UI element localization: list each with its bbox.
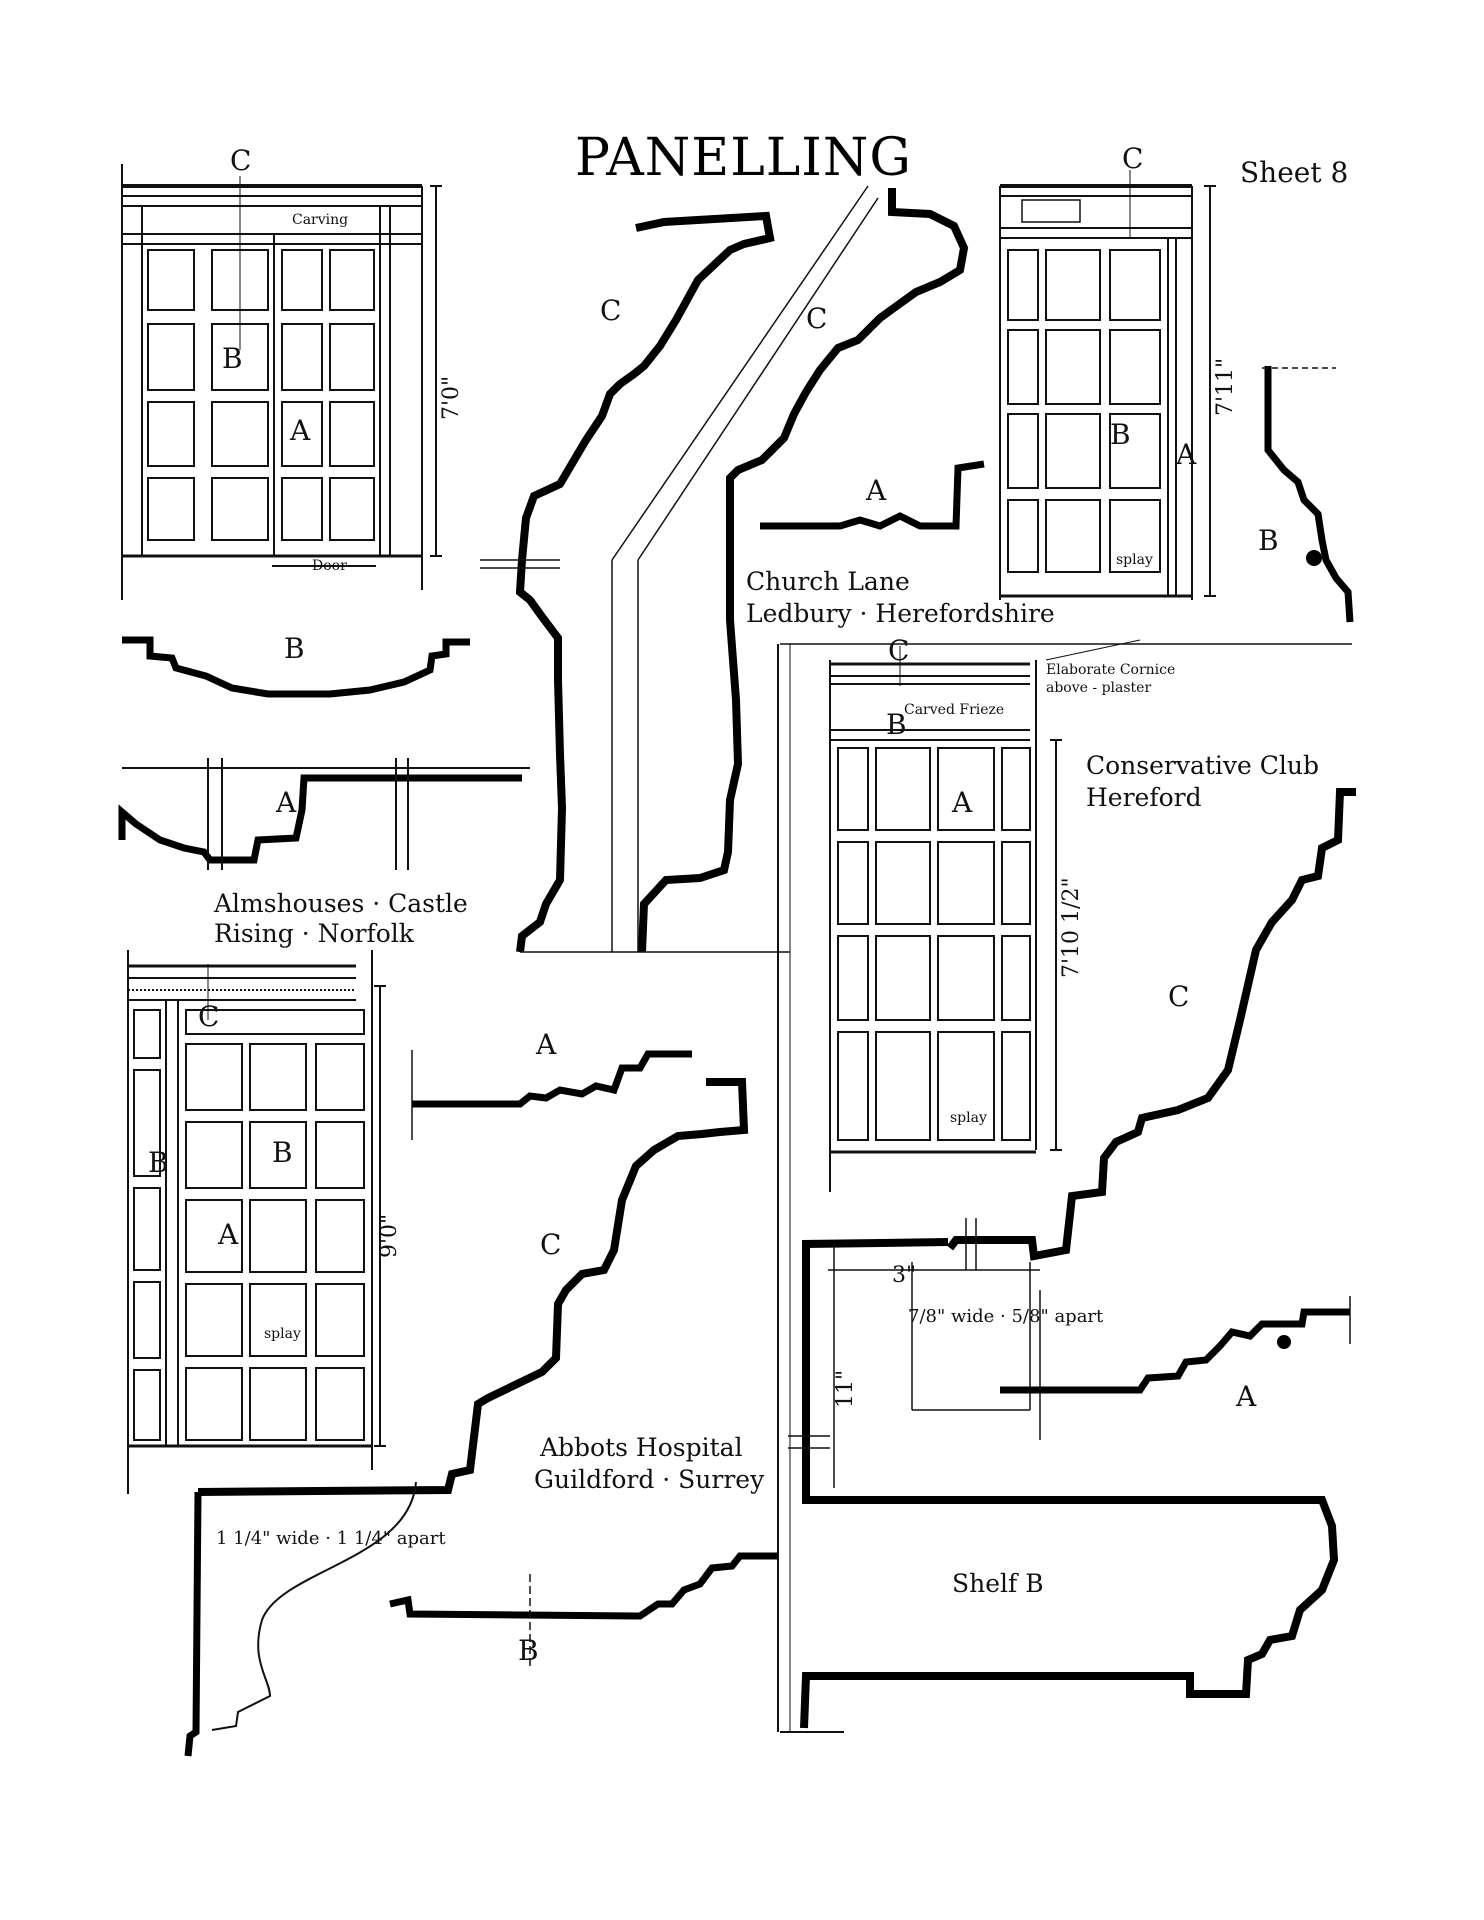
shelf-label: Shelf B [952, 1569, 1044, 1598]
shelf-b-profile [800, 1238, 1339, 1729]
dimension-11: 11" [833, 1370, 858, 1408]
moulding-a-abbots [412, 1050, 692, 1108]
label-c: C [1122, 142, 1143, 175]
location-conservative-club-line-2: Hereford [1086, 783, 1202, 812]
note-elaborate-cornice-line-1: Elaborate Cornice [1046, 662, 1175, 678]
label-a: A [1235, 1380, 1257, 1413]
sheet-title: PANELLING [575, 128, 912, 188]
label-b: B [284, 632, 305, 665]
label-b: B [222, 342, 243, 375]
bracket-curve [211, 1481, 417, 1731]
bracket-profile [184, 1491, 202, 1757]
moulding-b-right [1264, 366, 1354, 623]
moulding-a-left [118, 774, 522, 864]
moulding-b-bottom [389, 1552, 778, 1620]
dimension-9-0: 9'0" [377, 1214, 402, 1258]
moulding-bead-icon [1306, 550, 1322, 566]
dimension-3: 3" [892, 1263, 916, 1288]
note-door: Door [312, 558, 347, 574]
label-b: B [272, 1136, 293, 1169]
location-almshouses-line-1: Almshouses · Castle [213, 889, 468, 918]
dimension-7-11: 7'11" [1213, 358, 1238, 416]
label-b: B [886, 708, 907, 741]
note-carving: Carving [292, 212, 348, 228]
location-almshouses-line-2: Rising · Norfolk [214, 919, 415, 948]
label-a: A [535, 1028, 557, 1061]
cornice-c-central-left [515, 211, 775, 953]
label-a: A [217, 1218, 239, 1251]
label-b: B [1258, 524, 1279, 557]
label-c: C [230, 144, 251, 177]
location-church-lane-line-2: Ledbury · Herefordshire [746, 599, 1055, 628]
location-abbots-hospital-line-2: Guildford · Surrey [534, 1465, 765, 1494]
moulding-a-shelf [1000, 1308, 1350, 1394]
label-c: C [198, 1000, 219, 1033]
location-church-lane-line-1: Church Lane [746, 567, 910, 596]
label-b: B [148, 1146, 169, 1179]
note-splay: splay [950, 1110, 987, 1126]
label-b: B [1110, 418, 1131, 451]
elevation-conservative-club [829, 639, 1141, 1192]
cornice-c-right [946, 788, 1356, 1261]
label-a: A [1175, 438, 1197, 471]
note-spacing-right: 7/8" wide · 5/8" apart [908, 1306, 1104, 1327]
note-splay: splay [264, 1326, 301, 1342]
location-abbots-hospital-line-1: Abbots Hospital [539, 1433, 743, 1462]
note-spacing-left: 1 1/4" wide · 1 1/4" apart [216, 1528, 446, 1549]
label-a: A [275, 786, 297, 819]
label-c: C [1168, 980, 1189, 1013]
dimension-7-0: 7'0" [439, 376, 464, 420]
label-c: C [540, 1228, 561, 1261]
moulding-b-left [122, 636, 470, 698]
elevation-almshouses [121, 164, 442, 600]
label-c: C [600, 294, 621, 327]
elevation-abbots-hospital [127, 950, 386, 1494]
note-elaborate-cornice-line-2: above - plaster [1046, 680, 1151, 696]
moulding-a-church-lane [760, 460, 985, 530]
elevation-church-lane [999, 170, 1216, 600]
label-c: C [806, 302, 827, 335]
label-a: A [289, 414, 311, 447]
location-conservative-club-line-1: Conservative Club [1086, 751, 1319, 780]
note-carved-frieze: Carved Frieze [904, 702, 1004, 718]
label-a: A [951, 786, 973, 819]
label-c: C [888, 634, 909, 667]
dimension-7-10-half: 7'10 1/2" [1059, 877, 1084, 978]
moulding-bead-icon [1277, 1335, 1291, 1349]
cornice-c-central-right [638, 188, 969, 953]
sheet-number: Sheet 8 [1240, 156, 1348, 189]
cornice-c-abbots [197, 1078, 749, 1496]
label-b: B [518, 1634, 539, 1667]
note-splay: splay [1116, 552, 1153, 568]
label-a: A [865, 474, 887, 507]
